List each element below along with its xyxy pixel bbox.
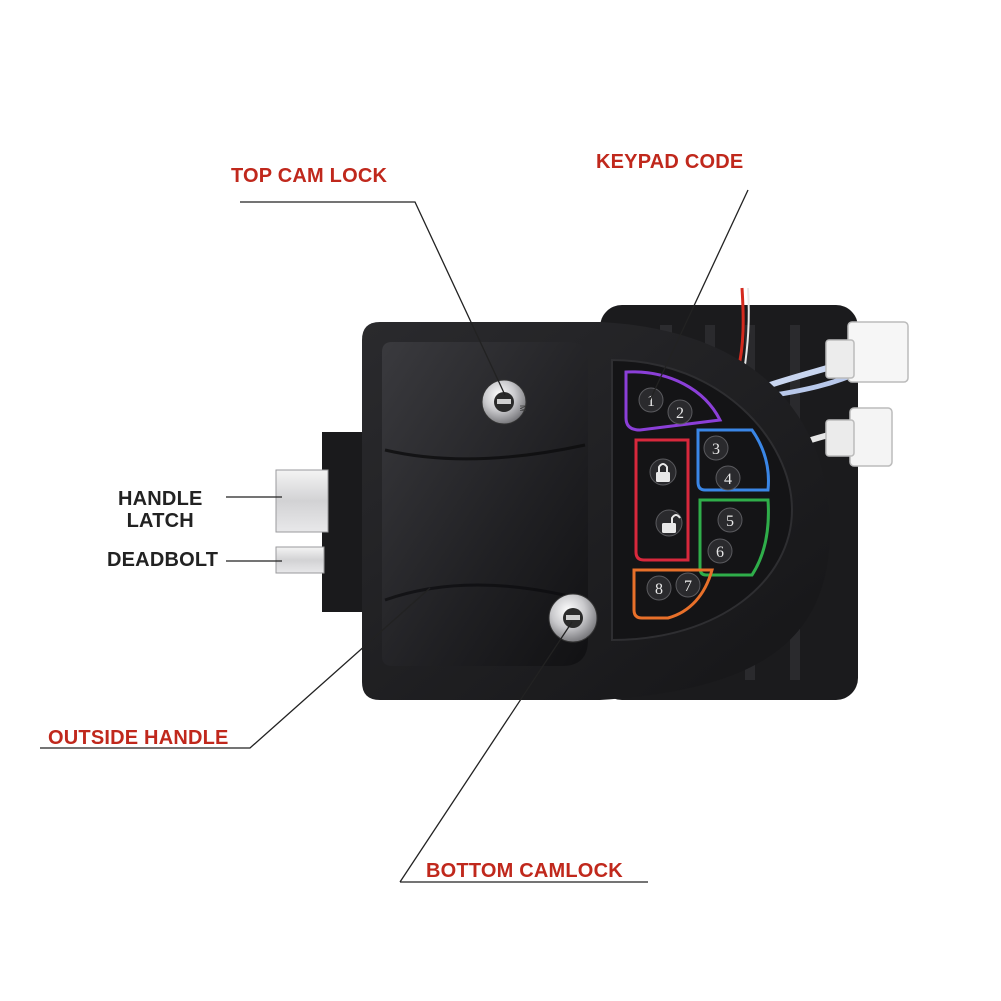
label-handle-latch-line2: LATCH — [126, 510, 194, 532]
bottom-cam-lock — [548, 593, 598, 643]
leader-keypad-code — [649, 189, 749, 401]
key-7[interactable]: 7 — [675, 572, 701, 598]
key-4[interactable]: 4 — [715, 465, 741, 491]
keypad-keys: 1 2 3 4 5 6 7 8 — [638, 387, 743, 601]
label-bottom-camlock: BOTTOM CAMLOCK — [426, 860, 623, 882]
svg-text:5: 5 — [726, 513, 734, 530]
label-deadbolt: DEADBOLT — [107, 549, 219, 571]
unlock-key[interactable] — [655, 509, 683, 537]
svg-text:8: 8 — [655, 581, 663, 598]
connector-top — [825, 321, 909, 383]
key-3[interactable]: 3 — [703, 435, 729, 461]
key-5[interactable]: 5 — [717, 507, 743, 533]
leader-bottom-camlock — [399, 621, 573, 883]
lock-closed-icon — [656, 463, 670, 482]
zone-orange — [632, 568, 714, 620]
deadbolt-bolt — [275, 546, 325, 574]
leader-top-cam-lock — [240, 201, 506, 396]
lock-key[interactable] — [649, 458, 677, 486]
svg-text:1: 1 — [647, 393, 655, 410]
svg-text:7: 7 — [684, 578, 692, 595]
handle-latch-bolt — [275, 432, 367, 612]
label-outside-handle: OUTSIDE HANDLE — [48, 727, 229, 749]
svg-text:6: 6 — [716, 544, 724, 561]
label-top-cam-lock: TOP CAM LOCK — [231, 165, 388, 187]
key-6[interactable]: 6 — [707, 538, 733, 564]
lock-open-icon — [662, 514, 681, 533]
label-keypad-code: KEYPAD CODE — [596, 151, 744, 173]
key-2[interactable]: 2 — [667, 399, 693, 425]
leader-outside-handle — [40, 587, 431, 749]
key-1[interactable]: 1 — [638, 387, 664, 413]
svg-text:3: 3 — [712, 441, 720, 458]
zone-red — [634, 438, 690, 562]
svg-text:4: 4 — [724, 471, 732, 488]
connector-bottom — [825, 407, 893, 467]
top-cam-lock: M — [481, 379, 527, 425]
top-key-mark: M — [518, 405, 527, 412]
keypad-panel — [611, 358, 794, 642]
label-handle-latch-line1: HANDLE — [118, 488, 203, 510]
outside-handle — [382, 342, 588, 666]
leader-lines — [40, 189, 749, 883]
label-handle-latch: HANDLE LATCH — [118, 488, 203, 532]
zone-blue — [696, 428, 770, 492]
key-8[interactable]: 8 — [646, 575, 672, 601]
svg-text:2: 2 — [676, 405, 684, 422]
